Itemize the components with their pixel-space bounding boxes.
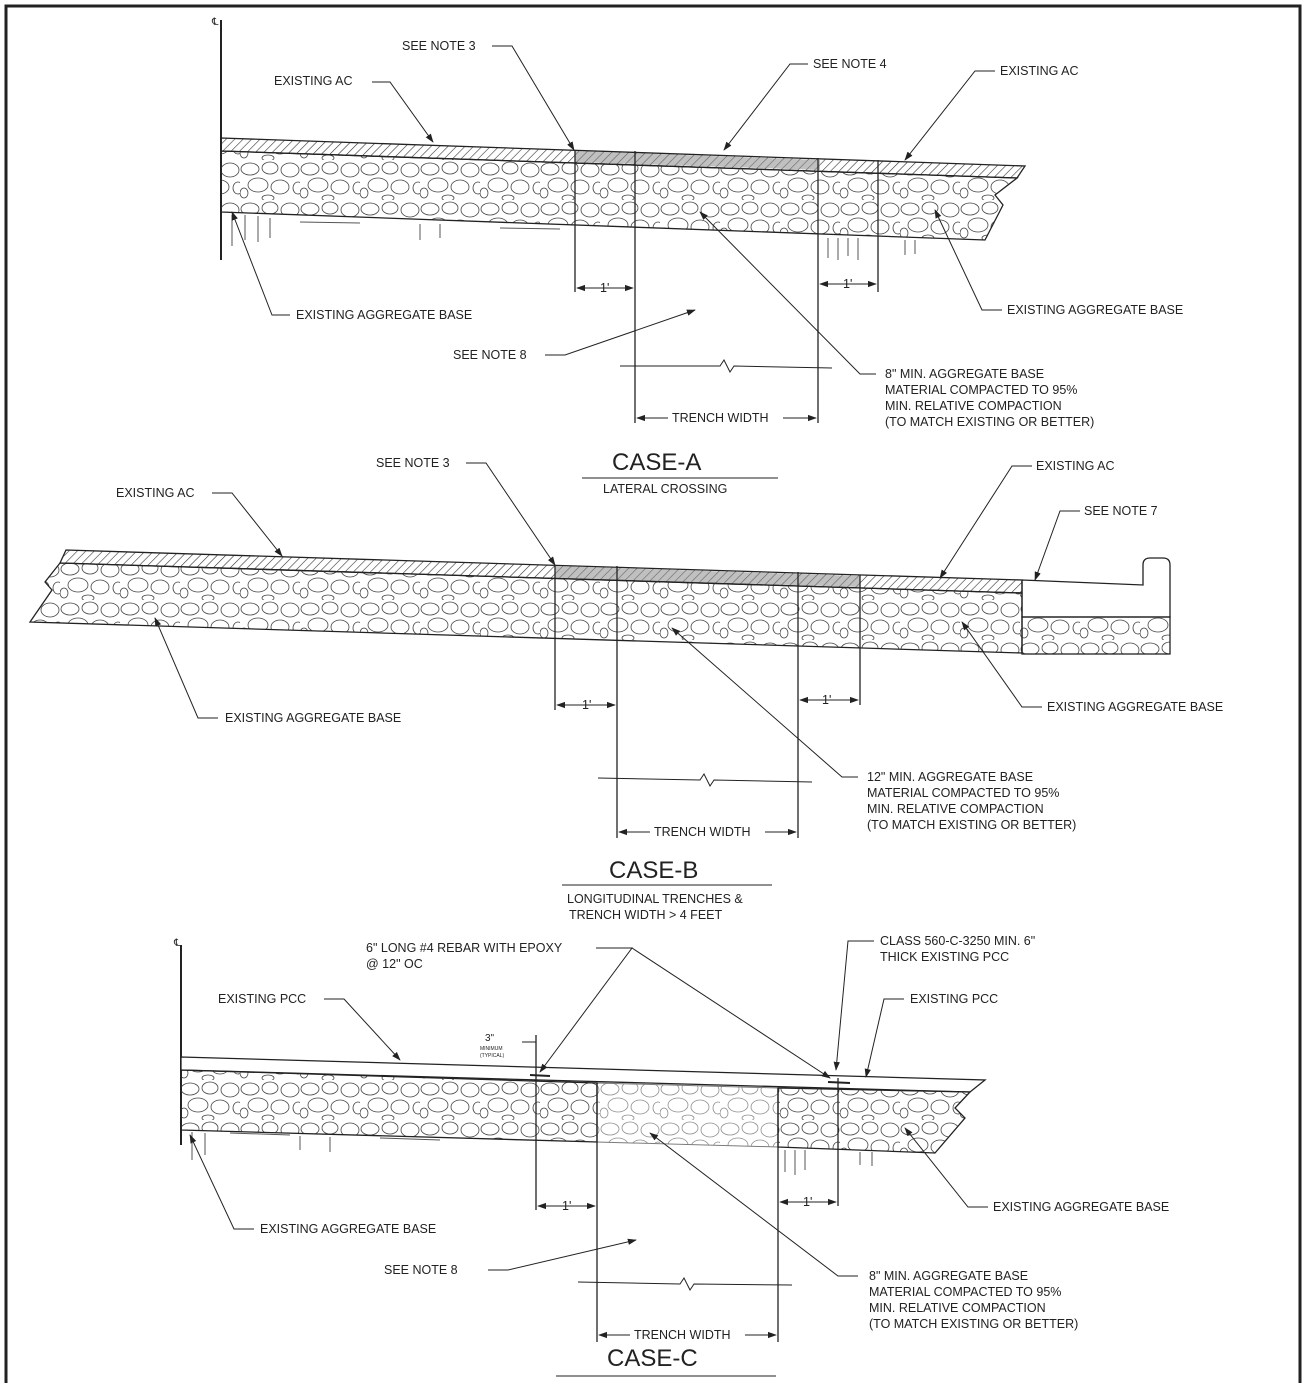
spec-line-2: MATERIAL COMPACTED TO 95% — [867, 786, 1059, 800]
spec-line-3: MIN. RELATIVE COMPACTION — [885, 399, 1062, 413]
see-note-3-leader — [492, 45, 575, 151]
subgrade-ticks — [191, 1132, 873, 1175]
existing-ac-right-leader — [904, 70, 995, 161]
aggregate-base-left — [180, 1069, 598, 1143]
dim-3in-note-1: MINIMUM — [480, 1046, 503, 1052]
existing-ac-left-label: EXISTING AC — [274, 74, 353, 88]
rebar-leader-right — [631, 947, 831, 1079]
trench-width-label: TRENCH WIDTH — [654, 825, 751, 839]
curb-base — [1021, 616, 1171, 655]
see-note-3-label: SEE NOTE 3 — [376, 456, 450, 470]
class-pcc-line-2: THICK EXISTING PCC — [880, 950, 1009, 964]
agg-base-right-leader — [934, 209, 1002, 311]
see-note-8-label: SEE NOTE 8 — [453, 348, 527, 362]
class-pcc-line-1: CLASS 560-C-3250 MIN. 6" — [880, 934, 1035, 948]
agg-base-left-leader — [231, 211, 290, 316]
agg-base-left-leader — [154, 617, 218, 719]
trench-width-label: TRENCH WIDTH — [672, 411, 769, 425]
aggregate-base-right — [777, 1087, 972, 1154]
agg-base-left-label: EXISTING AGGREGATE BASE — [296, 308, 472, 322]
agg-base-right-label: EXISTING AGGREGATE BASE — [1047, 700, 1223, 714]
centerline-symbol: ℄ — [173, 938, 181, 949]
case-c-title: CASE-C — [607, 1345, 698, 1372]
see-note-3-label: SEE NOTE 3 — [402, 39, 476, 53]
spec-leader — [649, 1132, 858, 1277]
agg-base-right-label: EXISTING AGGREGATE BASE — [1007, 303, 1183, 317]
existing-pcc-right-leader — [864, 998, 904, 1078]
agg-base-right-leader — [904, 1127, 988, 1208]
see-note-4-label: SEE NOTE 4 — [813, 57, 887, 71]
case-b-title: CASE-B — [609, 857, 698, 884]
dim-1ft-left-label: 1' — [582, 698, 591, 712]
case-a-section: ℄ 1' 1' TRENCH WIDTH — [211, 17, 1183, 496]
rebar-label-line-1: 6" LONG #4 REBAR WITH EPOXY — [366, 941, 563, 955]
see-note-7-label: SEE NOTE 7 — [1084, 504, 1158, 518]
existing-ac-right-label: EXISTING AC — [1000, 64, 1079, 78]
case-b-subtitle-line-2: TRENCH WIDTH > 4 FEET — [569, 908, 722, 922]
rebar-leader-left — [539, 947, 633, 1073]
existing-ac-right-label: EXISTING AC — [1036, 459, 1115, 473]
case-b-section: 1' 1' TRENCH WIDTH SEE NOTE 3 EXISTING A… — [28, 456, 1223, 922]
see-note-8-leader — [488, 1238, 637, 1271]
class-pcc-leader — [833, 940, 874, 1071]
ac-patch — [555, 566, 860, 587]
break-line — [597, 773, 813, 787]
spec-leader — [671, 627, 858, 778]
spec-line-4: (TO MATCH EXISTING OR BETTER) — [885, 415, 1094, 429]
existing-ac-left-label: EXISTING AC — [116, 486, 195, 500]
curb-gutter — [1021, 557, 1171, 618]
break-line — [620, 359, 833, 373]
spec-line-1: 8" MIN. AGGREGATE BASE — [869, 1269, 1028, 1283]
spec-line-1: 12" MIN. AGGREGATE BASE — [867, 770, 1033, 784]
break-line — [577, 1277, 793, 1291]
dim-3in-note-2: (TYPICAL) — [480, 1053, 505, 1059]
spec-line-3: MIN. RELATIVE COMPACTION — [867, 802, 1044, 816]
rebar-right — [827, 1081, 851, 1084]
case-a-subtitle: LATERAL CROSSING — [603, 482, 727, 496]
spec-line-1: 8" MIN. AGGREGATE BASE — [885, 367, 1044, 381]
rebar-left — [529, 1074, 551, 1077]
see-note-3-leader — [466, 462, 556, 566]
agg-base-right-leader — [961, 621, 1042, 708]
trench-width-label: TRENCH WIDTH — [634, 1328, 731, 1342]
case-b-subtitle-line-1: LONGITUDINAL TRENCHES & — [567, 892, 743, 906]
existing-pcc-left-label: EXISTING PCC — [218, 992, 306, 1006]
existing-ac-right-leader — [939, 465, 1032, 579]
agg-base-left-leader — [189, 1134, 254, 1230]
subgrade-ticks — [231, 215, 916, 260]
spec-line-4: (TO MATCH EXISTING OR BETTER) — [869, 1317, 1078, 1331]
existing-pcc-left-leader — [324, 998, 401, 1061]
dim-1ft-left-label: 1' — [562, 1199, 571, 1213]
agg-base-right-label: EXISTING AGGREGATE BASE — [993, 1200, 1169, 1214]
see-note-7-leader — [1034, 510, 1080, 581]
rebar-label-line-2: @ 12" OC — [366, 957, 423, 971]
see-note-4-leader — [723, 63, 808, 151]
see-note-8-label: SEE NOTE 8 — [384, 1263, 458, 1277]
spec-line-3: MIN. RELATIVE COMPACTION — [869, 1301, 1046, 1315]
existing-ac-left-leader — [372, 81, 434, 143]
dim-3in-label: 3" — [485, 1033, 495, 1044]
sheet-border — [4, 4, 1302, 1383]
dim-1ft-right-label: 1' — [822, 693, 831, 707]
trench-fill — [596, 1082, 779, 1148]
see-note-8-leader — [545, 309, 696, 356]
spec-line-4: (TO MATCH EXISTING OR BETTER) — [867, 818, 1076, 832]
spec-line-2: MATERIAL COMPACTED TO 95% — [885, 383, 1077, 397]
spec-line-2: MATERIAL COMPACTED TO 95% — [869, 1285, 1061, 1299]
case-a-title: CASE-A — [612, 449, 701, 476]
existing-pcc-right-label: EXISTING PCC — [910, 992, 998, 1006]
dim-1ft-right-label: 1' — [843, 277, 852, 291]
case-c-section: ℄ 3" MINIMUM (TYPICAL) 1' — [173, 934, 1169, 1377]
spec-leader — [699, 211, 876, 375]
dim-1ft-left-label: 1' — [600, 281, 609, 295]
agg-base-left-label: EXISTING AGGREGATE BASE — [225, 711, 401, 725]
ac-patch — [575, 151, 820, 170]
existing-ac-left-leader — [212, 492, 283, 557]
dim-1ft-right-label: 1' — [803, 1195, 812, 1209]
agg-base-left-label: EXISTING AGGREGATE BASE — [260, 1222, 436, 1236]
centerline-symbol: ℄ — [211, 17, 219, 28]
